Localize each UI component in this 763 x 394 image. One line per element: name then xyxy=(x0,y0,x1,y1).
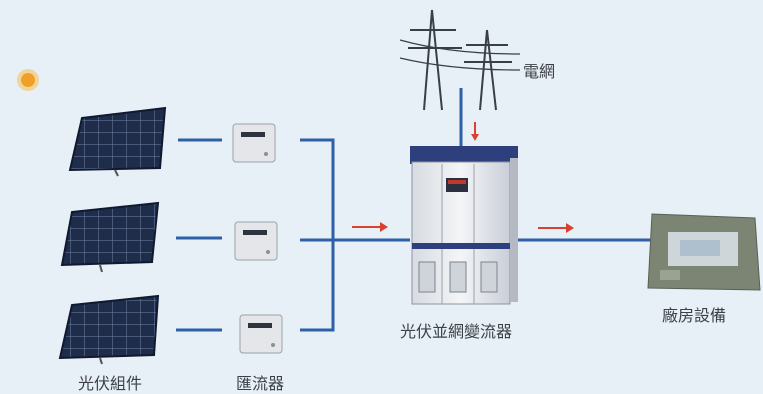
power-pylon-icon xyxy=(399,9,521,111)
flow-arrow-icon xyxy=(352,222,388,232)
combiner-box-icon xyxy=(239,314,283,354)
sun-icon xyxy=(17,69,39,91)
flow-arrow-icon xyxy=(471,122,479,141)
combiner-to-inverter-wires xyxy=(300,138,410,332)
inverter-label: 光伏並網變流器 xyxy=(400,322,513,341)
factory-aerial-icon xyxy=(647,213,761,291)
grid-label: 電網 xyxy=(523,62,556,81)
solar-panel-icon xyxy=(58,294,160,365)
factory-label: 廠房設備 xyxy=(662,306,727,325)
solar-panel-icon xyxy=(60,201,160,273)
combiner-box-icon xyxy=(234,221,278,261)
pv-to-combiner-wires xyxy=(176,138,222,332)
combiner-box-icon xyxy=(232,123,276,163)
combiner-label: 匯流器 xyxy=(236,374,285,393)
inverter-cabinet-icon xyxy=(410,146,518,305)
flow-arrow-icon xyxy=(538,223,574,233)
pv-modules-label: 光伏組件 xyxy=(78,374,143,393)
solar-panel-icon xyxy=(68,106,167,177)
